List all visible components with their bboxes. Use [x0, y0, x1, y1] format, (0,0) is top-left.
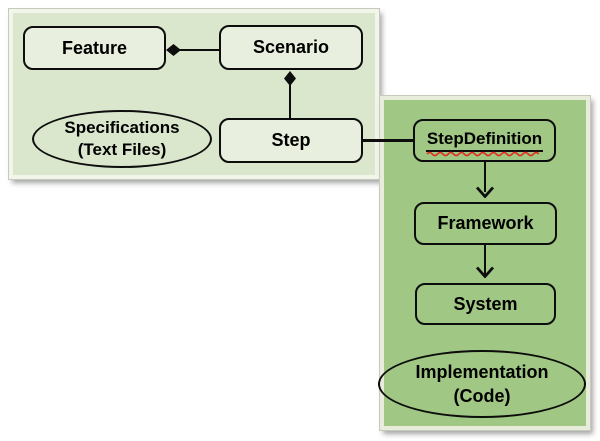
edge-scenario-to-feature: [180, 48, 220, 52]
framework-label: Framework: [437, 213, 534, 233]
feature-node: Feature: [23, 26, 166, 70]
edge-step-to-stepdefinition: [362, 139, 414, 142]
implementation-panel: StepDefinition Framework System Implemen…: [378, 95, 591, 431]
stepdefinition-label: StepDefinition: [426, 129, 543, 148]
stepdefinition-underline: StepDefinition: [425, 129, 544, 157]
edge-stepdefinition-to-framework: [483, 162, 487, 192]
arrow-down-icon: [475, 266, 495, 278]
scenario-node: Scenario: [219, 25, 363, 70]
specifications-ellipse-line2: (Text Files): [77, 140, 167, 159]
arrow-down-icon: [475, 186, 495, 198]
edge-step-to-scenario: [288, 84, 292, 118]
aggregation-diamond-icon: [284, 71, 296, 86]
specifications-panel: Feature Scenario Step Specifications (Te…: [8, 8, 380, 180]
spellcheck-wavy-underline-icon: [426, 151, 540, 157]
implementation-ellipse: Implementation (Code): [378, 350, 586, 418]
aggregation-diamond-icon: [166, 44, 181, 56]
feature-label: Feature: [61, 37, 128, 58]
specifications-ellipse-line1: Specifications: [64, 118, 180, 137]
system-label: System: [453, 293, 518, 314]
scenario-label: Scenario: [252, 37, 330, 57]
specifications-ellipse: Specifications (Text Files): [32, 110, 212, 168]
implementation-ellipse-line2: (Code): [453, 386, 511, 406]
framework-node: Framework: [414, 202, 557, 245]
stepdefinition-node: StepDefinition: [413, 119, 556, 162]
implementation-ellipse-line1: Implementation: [415, 362, 549, 382]
system-node: System: [415, 283, 556, 325]
step-label: Step: [271, 130, 311, 150]
step-node: Step: [219, 118, 363, 163]
edge-framework-to-system: [483, 245, 487, 275]
